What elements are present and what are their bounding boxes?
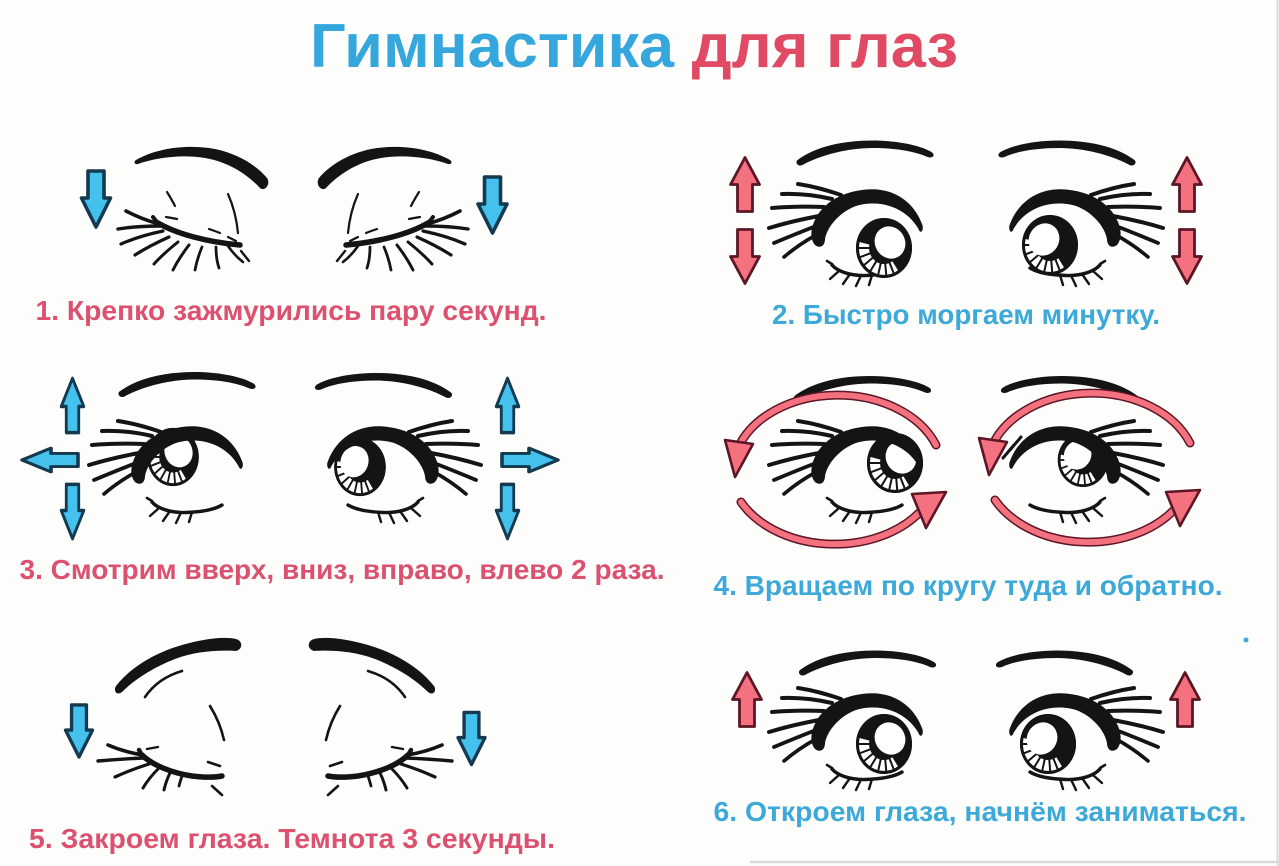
svg-text:2. Быстро моргаем минутку.: 2. Быстро моргаем минутку.: [772, 299, 1160, 330]
svg-text:1. Крепко зажмурились пару сек: 1. Крепко зажмурились пару секунд.: [36, 295, 547, 326]
svg-text:Гимнастика для глаз: Гимнастика для глаз: [310, 11, 958, 81]
svg-text:5. Закроем глаза. Темнота 3 се: 5. Закроем глаза. Темнота 3 секунды.: [29, 823, 555, 854]
svg-text:4. Вращаем по кругу туда и обр: 4. Вращаем по кругу туда и обратно.: [714, 570, 1223, 601]
svg-text:3. Смотрим вверх, вниз, вправо: 3. Смотрим вверх, вниз, вправо, влево 2 …: [20, 554, 665, 585]
svg-text:6. Откроем глаза, начнём заним: 6. Откроем глаза, начнём заниматься.: [714, 796, 1247, 827]
